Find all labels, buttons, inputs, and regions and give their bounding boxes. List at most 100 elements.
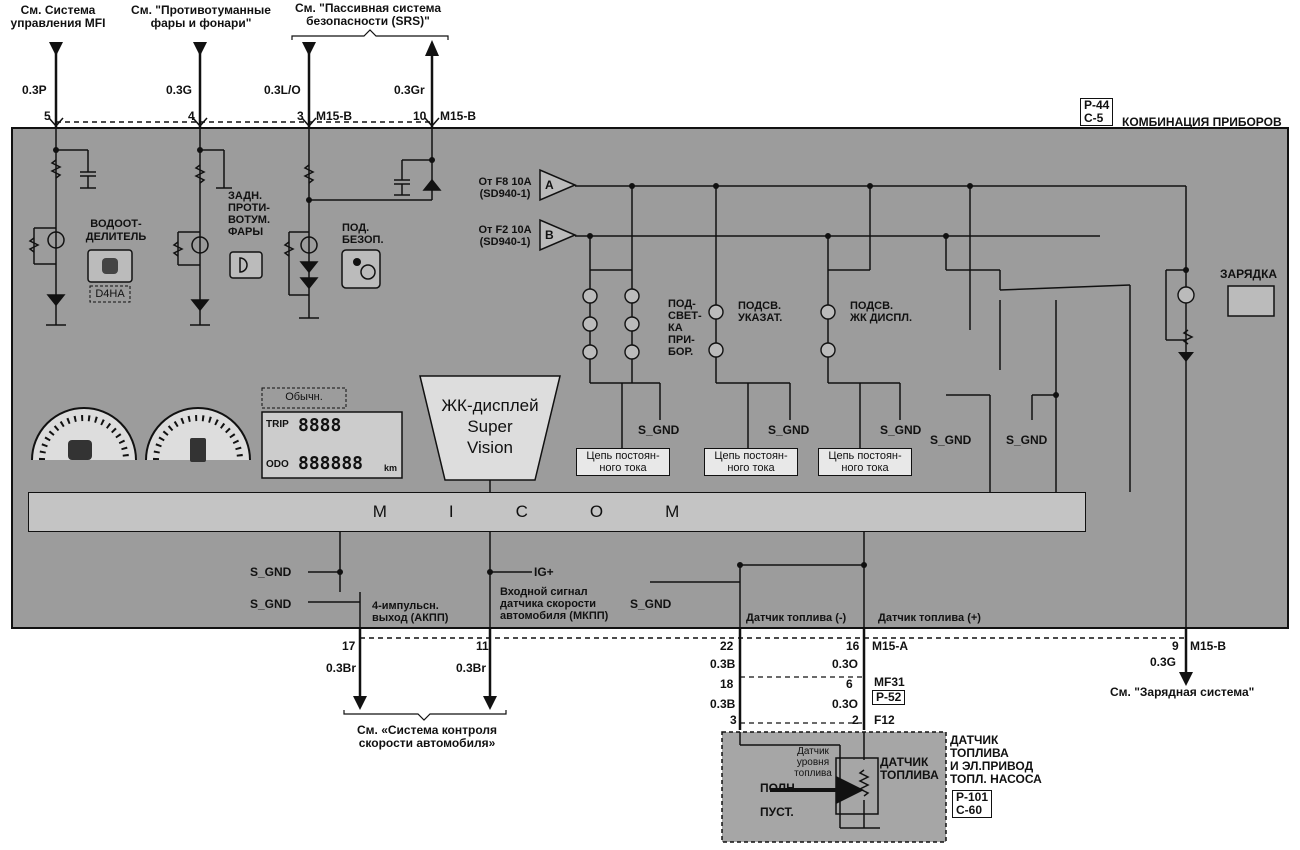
pin-5: 5 xyxy=(44,109,51,123)
fuel-gauge-icon xyxy=(145,407,251,462)
full-label: ПОЛН. xyxy=(760,781,799,795)
cluster-panel xyxy=(11,127,1289,629)
ref-charging-system: См. "Зарядная система" xyxy=(1110,685,1255,699)
wire-11: 0.3Br xyxy=(456,661,487,675)
conn-9: M15-B xyxy=(1190,639,1227,653)
input-a: A xyxy=(545,178,554,192)
charge-label: ЗАРЯДКА xyxy=(1220,267,1278,281)
rear-fog-icon xyxy=(229,251,263,279)
empty-label: ПУСТ. xyxy=(760,805,794,819)
dc-circuit-1: Цепь постоян- ного тока xyxy=(576,448,670,476)
ref-srs: См. "Пассивная система безопасности (SRS… xyxy=(294,1,442,28)
wire-9: 0.3G xyxy=(1150,655,1177,669)
level-sensor-label: Датчик уровня топлива xyxy=(794,746,832,779)
bottom-wires xyxy=(358,628,1188,730)
pin-f12-3: 3 xyxy=(730,713,737,727)
s-gnd-3: S_GND xyxy=(880,423,922,437)
speed-signal-label: Входной сигнал датчика скорости автомоби… xyxy=(500,586,609,622)
fuel-plus-label: Датчик топлива (+) xyxy=(878,612,981,624)
wire-label-10: 0.3Gr xyxy=(394,83,425,97)
top-arrow-fog xyxy=(193,42,207,56)
s-gnd-4: S_GND xyxy=(930,433,972,447)
dc-circuit-2: Цепь постоян- ного тока xyxy=(704,448,798,476)
bottom-arrow-9 xyxy=(1179,672,1193,686)
pin-9: 9 xyxy=(1172,639,1179,653)
conn-3: M15-B xyxy=(316,109,353,123)
fuel-sender-box xyxy=(721,731,947,843)
micom-unit: MICOM xyxy=(28,492,1086,532)
wire-label-5: 0.3P xyxy=(22,83,47,97)
wire-16: 0.3O xyxy=(832,657,859,671)
fuel-sensor-label: ДАТЧИК ТОПЛИВА xyxy=(880,755,939,782)
pin-18: 18 xyxy=(720,677,734,691)
dc-circuit-3: Цепь постоян- ного тока xyxy=(818,448,912,476)
trip-label: TRIP xyxy=(266,419,289,430)
lower-circuits xyxy=(308,530,865,628)
bottom-arrow-17 xyxy=(353,696,367,710)
wire-label-4: 0.3G xyxy=(166,83,193,97)
fuel-sender-title: ДАТЧИК ТОПЛИВА И ЭЛ.ПРИВОД ТОПЛ. НАСОСА xyxy=(950,733,1042,786)
normal-mode-box xyxy=(261,387,347,409)
wire-label-3: 0.3L/O xyxy=(264,83,301,97)
fuel-minus-label: Датчик топлива (-) xyxy=(746,612,847,624)
ref-p52: P-52 xyxy=(872,690,906,705)
top-arrow-srs-in xyxy=(302,42,316,56)
rear-fog-label: ЗАДН. ПРОТИ- ВОТУМ. ФАРЫ xyxy=(228,190,271,238)
water-separator-label: ВОДООТ- ДЕЛИТЕЛЬ xyxy=(85,218,147,243)
lcd-display-label: ЖК-дисплей Super Vision xyxy=(441,396,539,457)
s-gnd-5: S_GND xyxy=(1006,433,1048,447)
charge-battery-icon xyxy=(1227,285,1275,317)
pin-16: 16 xyxy=(846,639,860,653)
odo-digits: 888888 xyxy=(298,453,364,474)
pin-22: 22 xyxy=(720,639,734,653)
pin-11: 11 xyxy=(476,639,489,653)
s-gnd-1: S_GND xyxy=(638,423,680,437)
wire-mf31-b: 0.3O xyxy=(832,697,859,711)
led-array xyxy=(582,286,1195,360)
lcd-display-shape xyxy=(419,375,561,481)
pin-3: 3 xyxy=(297,109,304,123)
pin-f12-2: 2 xyxy=(852,713,859,727)
odometer-display xyxy=(261,411,403,479)
s-gnd-6: S_GND xyxy=(250,565,292,579)
ref-speed-control: См. «Система контроля скорости автомобил… xyxy=(356,723,497,750)
s-gnd-8: S_GND xyxy=(630,597,672,611)
trip-digits: 8888 xyxy=(298,415,342,436)
feed-a-label: От F8 10A (SD940-1) xyxy=(478,176,532,200)
ig-label: IG+ xyxy=(534,565,554,579)
km-label: km xyxy=(384,463,398,473)
pin-4: 4 xyxy=(188,109,195,123)
left-circuits xyxy=(28,128,442,326)
bottom-arrow-11 xyxy=(483,696,497,710)
backlight-lcd-label: ПОДСВ. ЖК ДИСПЛ. xyxy=(850,300,913,324)
conn-mf31: MF31 xyxy=(874,675,905,689)
ref-mfi: См. Система управления MFI xyxy=(10,3,106,30)
wire-17: 0.3Br xyxy=(326,661,357,675)
input-b: B xyxy=(545,228,554,242)
wire-22: 0.3B xyxy=(710,657,736,671)
s-gnd-2: S_GND xyxy=(768,423,810,437)
d4ha-label: D4HA xyxy=(95,288,125,300)
wire-mf31-a: 0.3B xyxy=(710,697,736,711)
d4ha-box xyxy=(89,285,131,303)
feed-b-label: От F2 10A (SD940-1) xyxy=(478,224,532,248)
backlight-indicator-label: ПОДСВ. УКАЗАТ. xyxy=(738,300,783,324)
top-arrow-mfi xyxy=(49,42,63,56)
pin-17: 17 xyxy=(342,639,356,653)
cluster-title: КОМБИНАЦИЯ ПРИБОРОВ xyxy=(1122,115,1282,129)
ref-fog: См. "Противотуманные фары и фонари" xyxy=(131,3,271,30)
backlight-device-label: ПОД- СВЕТ- КА ПРИ- БОР. xyxy=(668,298,702,358)
s-gnd-7: S_GND xyxy=(250,597,292,611)
conn-10: M15-B xyxy=(440,109,477,123)
top-wires xyxy=(54,48,434,128)
pin-6: 6 xyxy=(846,677,853,691)
pin-10: 10 xyxy=(413,109,427,123)
top-arrow-srs-out xyxy=(425,40,439,56)
normal-mode-label: Обычн. xyxy=(285,391,323,403)
temp-gauge-icon xyxy=(31,407,137,461)
conn-16: M15-A xyxy=(872,639,909,653)
conn-f12: F12 xyxy=(874,713,895,727)
pulse-output-label: 4-импульсн. выход (АКПП) xyxy=(372,600,449,624)
